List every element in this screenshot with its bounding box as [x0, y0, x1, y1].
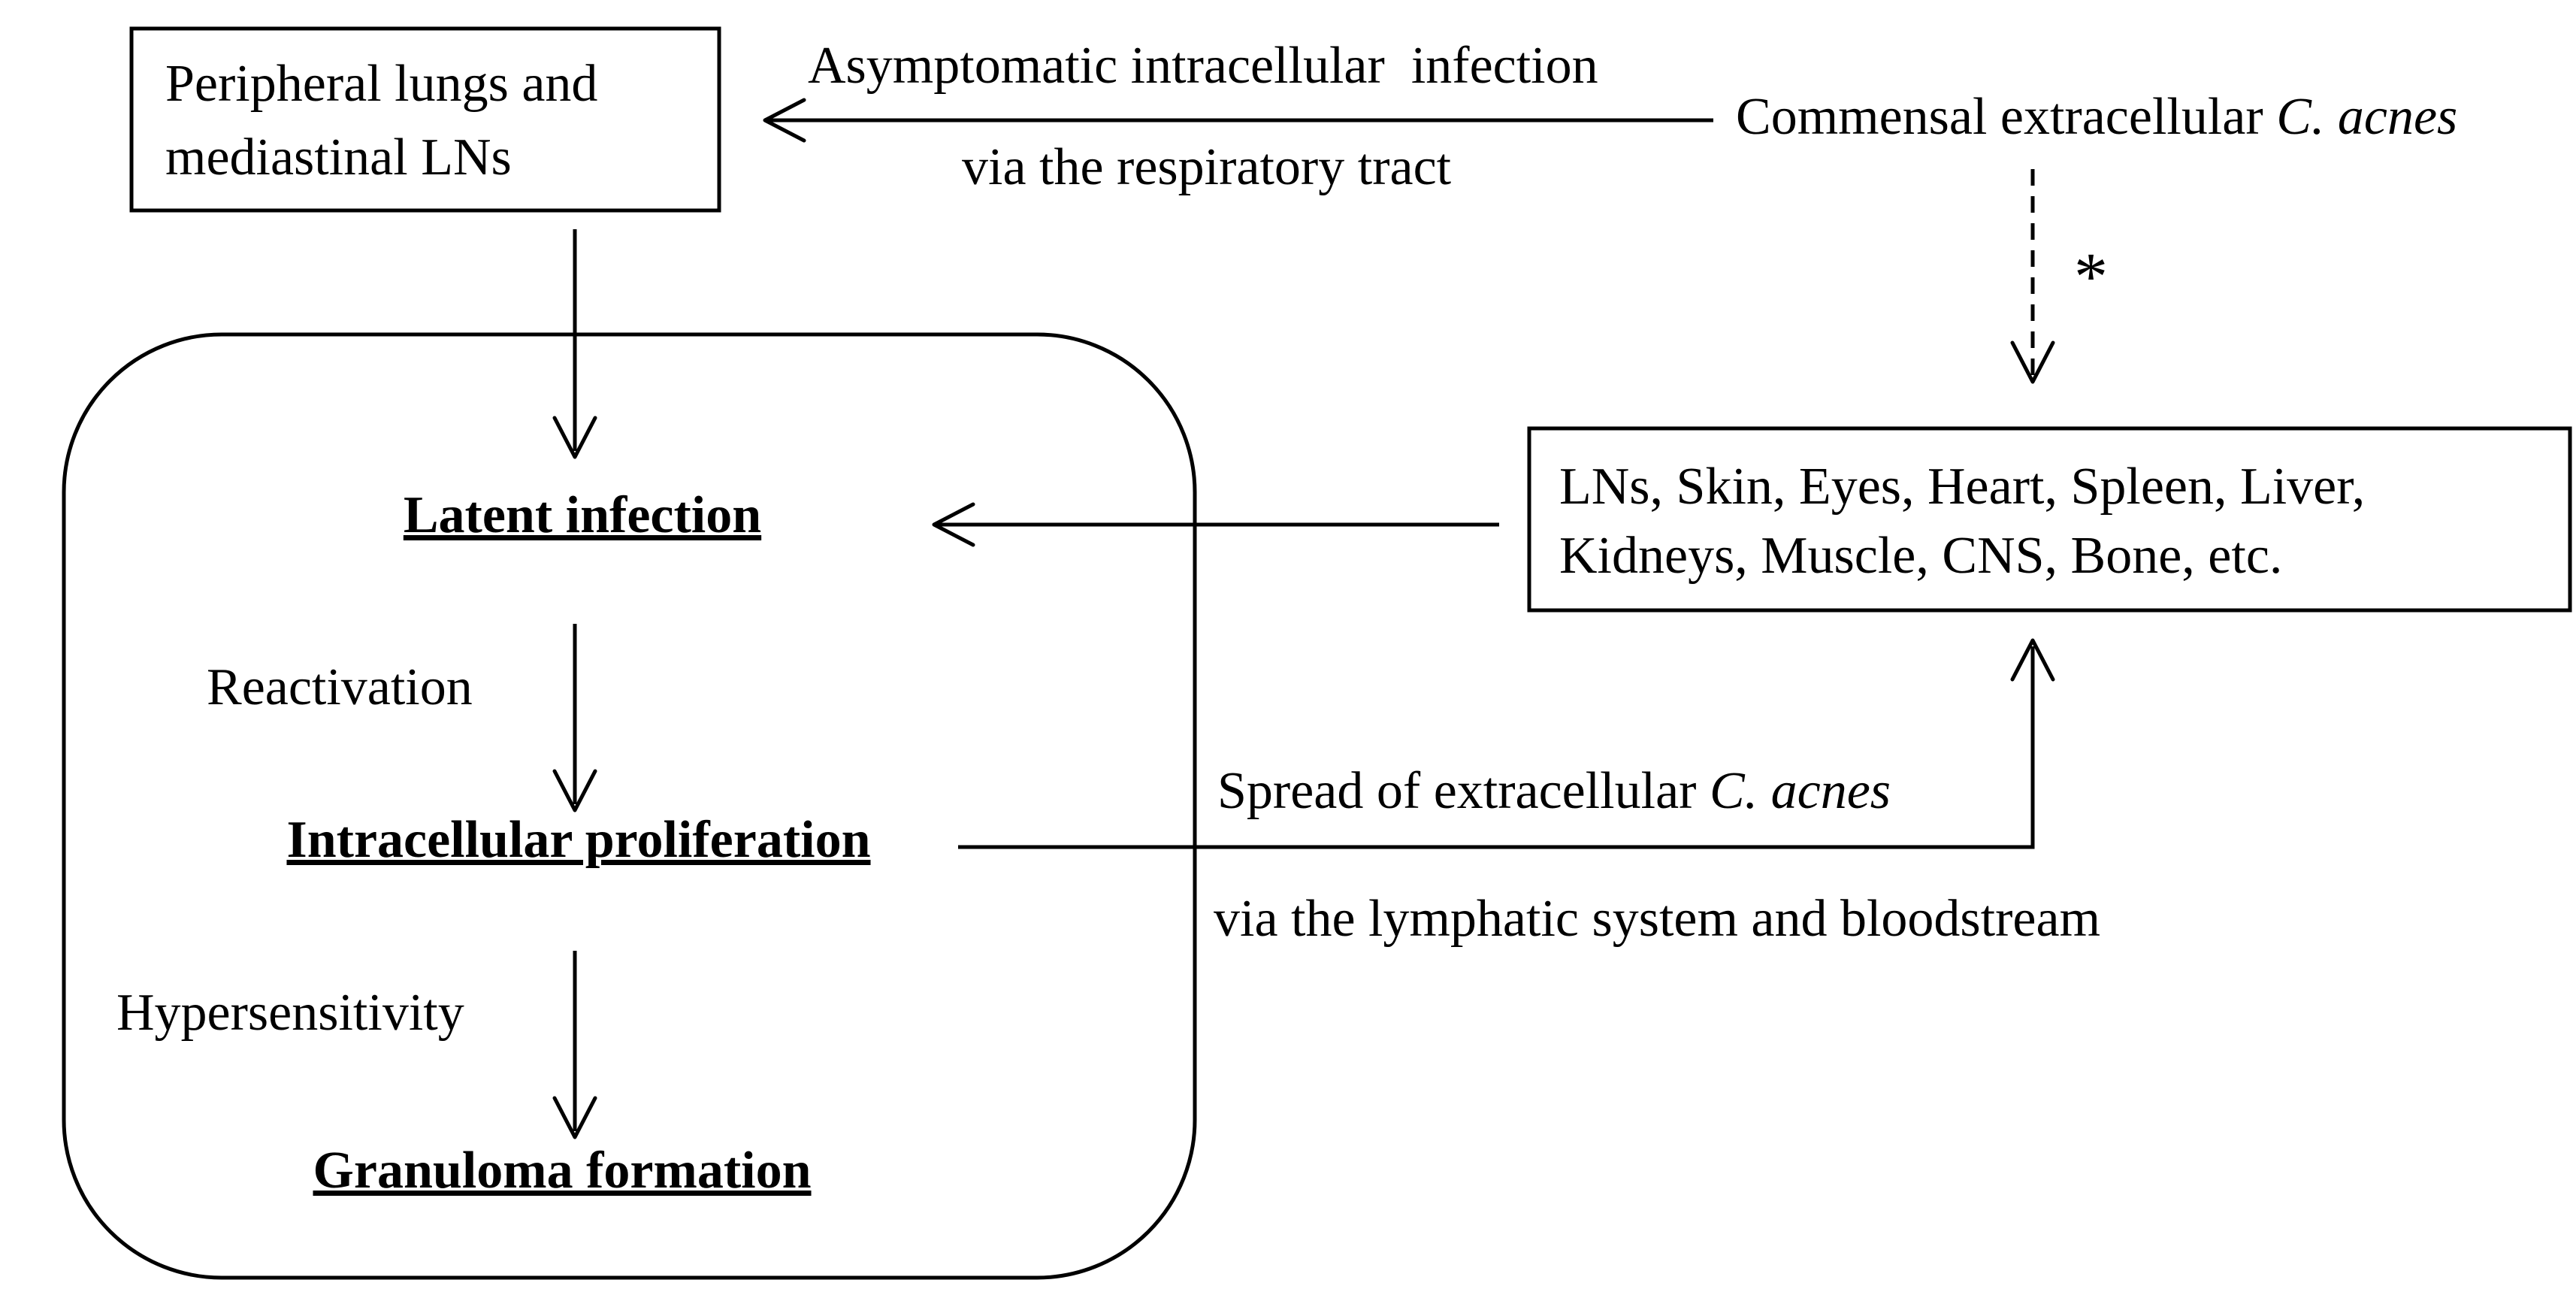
respiratory-label-above: Asymptomatic intracellular infection [808, 37, 1598, 95]
peripheral-to-latent-arrowhead [552, 416, 597, 459]
spread-label-italic: C. acnes [1710, 762, 1891, 820]
organs-line2: Kidneys, Muscle, CNS, Bone, etc. [1559, 527, 2282, 585]
commensal-label-italic: C. acnes [2276, 88, 2457, 146]
asterisk-label: * [2074, 240, 2108, 314]
spread-label-below: via the lymphatic system and bloodstream [1214, 890, 2100, 948]
organs-line1: LNs, Skin, Eyes, Heart, Spleen, Liver, [1559, 458, 2365, 516]
hypersensitivity-label: Hypersensitivity [116, 984, 464, 1042]
granuloma-formation-label: Granuloma formation [313, 1142, 811, 1200]
commensal-label: Commensal extracellular C. acnes [1736, 88, 2457, 146]
latent-infection-label: Latent infection [404, 486, 761, 544]
spread-label: Spread of extracellular C. acnes [1217, 762, 1891, 820]
reactivation-arrowhead [552, 769, 597, 812]
peripheral-lungs-line1: Peripheral lungs and [165, 55, 597, 113]
organs-to-latent-arrowhead [932, 502, 975, 547]
peripheral-lungs-line2: mediastinal LNs [165, 129, 512, 186]
spread-arrowhead [2010, 638, 2055, 682]
respiratory-label-below: via the respiratory tract [962, 138, 1452, 196]
respiratory-arrowhead [763, 98, 806, 143]
peripheral-lungs-box [129, 26, 721, 213]
organs-box [1527, 426, 2572, 613]
spread-arrow-line [958, 646, 2035, 849]
spread-label-text: Spread of extracellular [1217, 762, 1710, 820]
reactivation-label: Reactivation [207, 658, 473, 716]
stage-container [62, 332, 1197, 1280]
commensal-label-text: Commensal extracellular [1736, 88, 2276, 146]
dashed-arrowhead [2010, 340, 2055, 384]
hypersensitivity-arrowhead [552, 1096, 597, 1139]
intracellular-proliferation-label: Intracellular proliferation [286, 811, 870, 869]
